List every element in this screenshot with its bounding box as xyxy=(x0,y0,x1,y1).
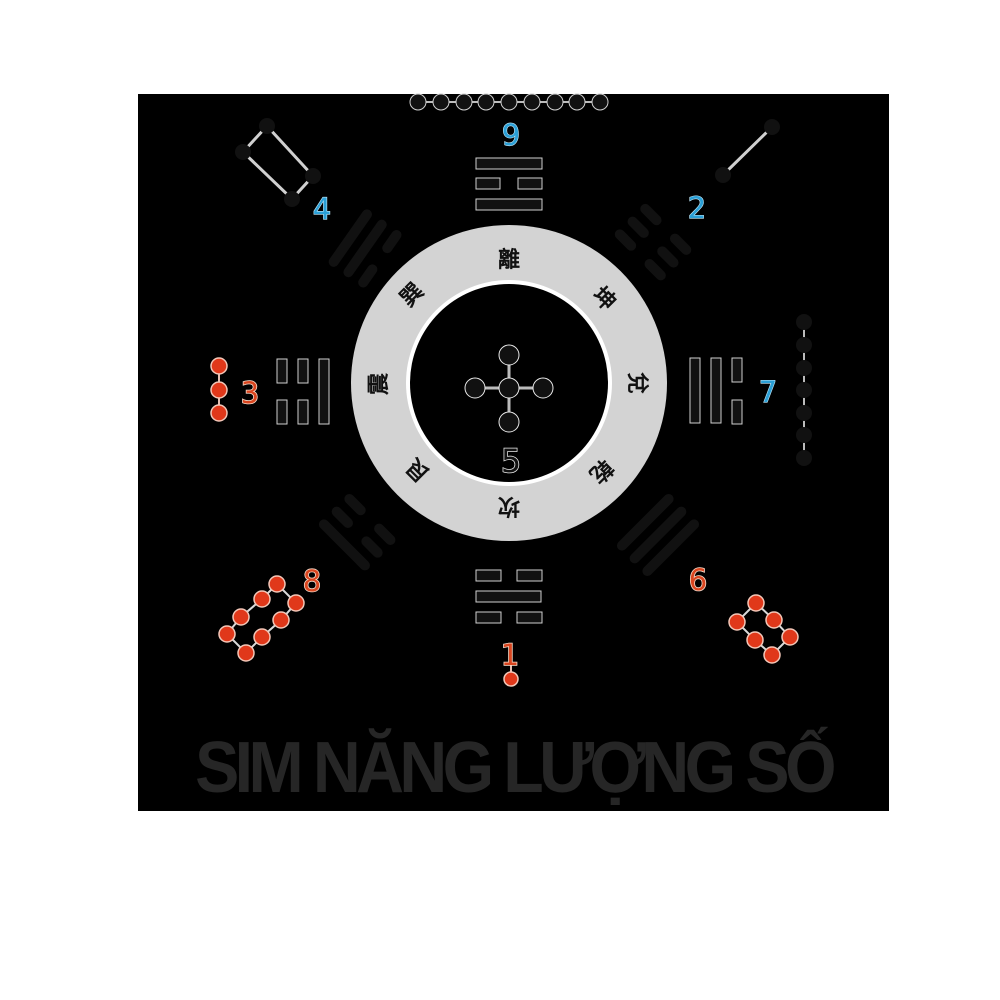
trigram-top-li-icon xyxy=(475,157,543,211)
trigram-bottom-kan-icon xyxy=(475,569,543,624)
number-1: 1 xyxy=(501,638,519,672)
dots-8-icon xyxy=(218,575,305,662)
char-kan: 坎 xyxy=(498,493,520,519)
trigram-top-left-xun-icon xyxy=(328,209,402,288)
number-3: 3 xyxy=(241,376,259,410)
number-7: 7 xyxy=(759,375,777,409)
trigram-left-zhen-icon xyxy=(276,358,330,425)
dot-1-icon xyxy=(503,650,519,687)
number-4: 4 xyxy=(313,192,331,226)
brand-title: SIM NĂNG LƯỢNG SỐ xyxy=(195,728,836,808)
trigrams xyxy=(276,157,743,624)
trigram-right-dui-icon xyxy=(689,357,743,425)
char-dui: 兌 xyxy=(624,372,650,394)
number-2: 2 xyxy=(688,191,706,225)
dots-7-icon xyxy=(796,314,812,466)
trigram-top-right-kun-icon xyxy=(614,203,692,281)
dots-9-icon xyxy=(409,93,609,111)
number-9: 9 xyxy=(502,118,520,152)
center-cross-dots-icon xyxy=(464,344,554,433)
dots-3-icon xyxy=(210,357,228,422)
dots-2-icon xyxy=(715,119,780,183)
number-8: 8 xyxy=(303,564,321,598)
char-li: 離 xyxy=(498,247,520,273)
center-number-5: 5 xyxy=(501,442,521,480)
number-6: 6 xyxy=(689,563,707,597)
trigram-bottom-left-gen-icon xyxy=(318,493,396,571)
trigram-bottom-right-qian-icon xyxy=(616,493,700,577)
dots-4-icon xyxy=(235,118,321,207)
dots-6-icon xyxy=(728,594,799,664)
char-zhen: 震 xyxy=(366,372,392,395)
